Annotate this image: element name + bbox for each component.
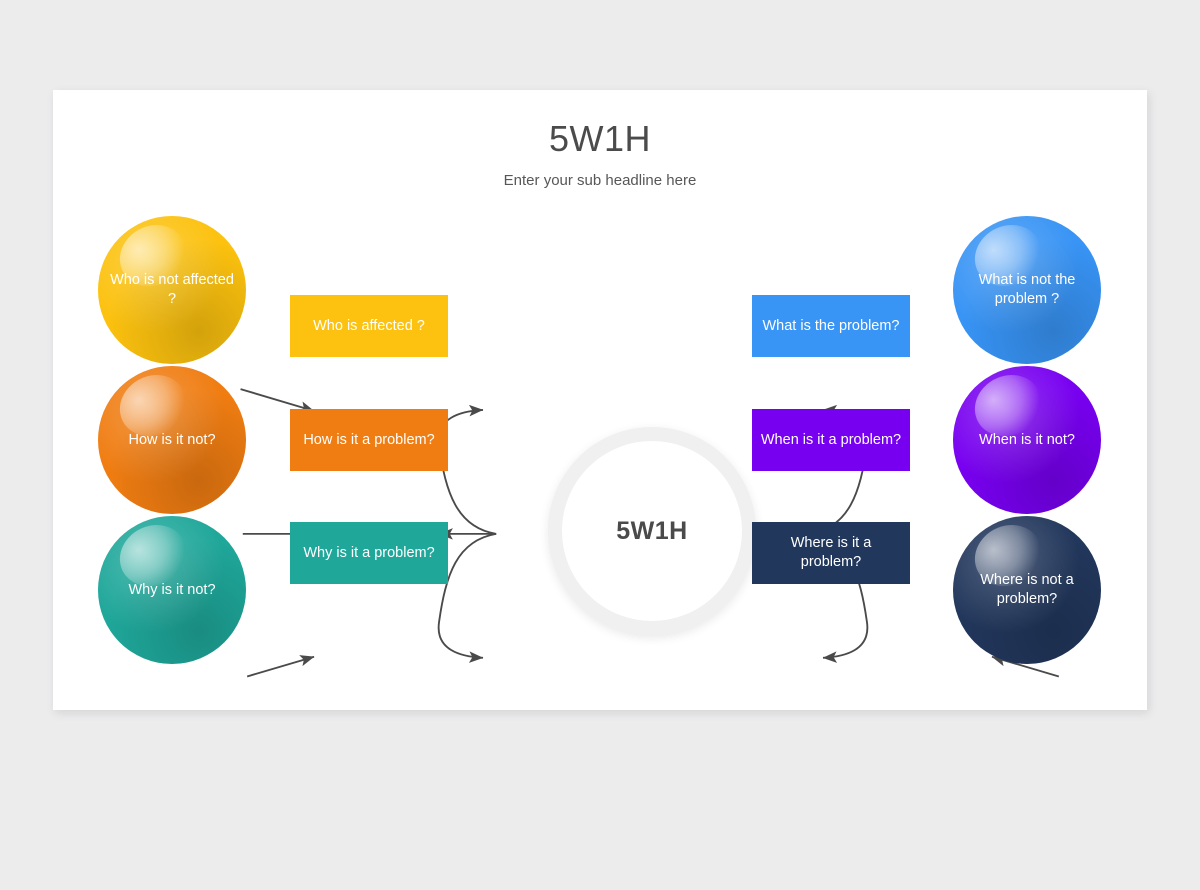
slide-card: 5W1H Enter your sub headline here [53,90,1147,710]
page-title: 5W1H [548,118,652,159]
box-label: Who is affected ? [313,317,425,334]
bubble-label: Where is not a problem? [980,572,1074,607]
bubble-label: Who is not affected ? [110,272,234,307]
bubble-when-not[interactable]: When is it not? [953,366,1101,514]
bubble-why-not[interactable]: Why is it not? [98,516,246,664]
box-label: What is the problem? [762,317,900,334]
box-label: Why is it a problem? [303,544,435,561]
box-what-problem[interactable]: What is the problem? [752,295,910,357]
center-hub-label: 5W1H [616,516,688,545]
box-when-problem[interactable]: When is it a problem? [752,409,910,471]
arrow-bubble1-to-box1 [240,388,315,413]
box-where-problem[interactable]: Where is it a problem? [752,522,910,584]
page-subtitle: Enter your sub headline here [503,172,697,189]
bubble-what-not-problem[interactable]: What is not the problem ? [953,216,1101,364]
bubble-label: When is it not? [979,431,1075,448]
bubble-how-not[interactable]: How is it not? [98,366,246,514]
center-hub[interactable]: 5W1H [548,427,756,635]
bubble-label: What is not the problem ? [978,272,1076,307]
box-label: Where is it a problem? [790,535,872,570]
bubble-label: How is it not? [128,431,216,448]
bubble-where-not-problem[interactable]: Where is not a problem? [953,516,1101,664]
box-who-affected[interactable]: Who is affected ? [290,295,448,357]
arrow-bubble3-to-box3 [246,655,315,678]
box-why-problem[interactable]: Why is it a problem? [290,522,448,584]
bubble-label: Why is it not? [128,581,216,598]
box-how-problem[interactable]: How is it a problem? [290,409,448,471]
box-label: When is it a problem? [760,431,902,448]
box-label: How is it a problem? [303,431,435,448]
bubble-who-not-affected[interactable]: Who is not affected ? [98,216,246,364]
